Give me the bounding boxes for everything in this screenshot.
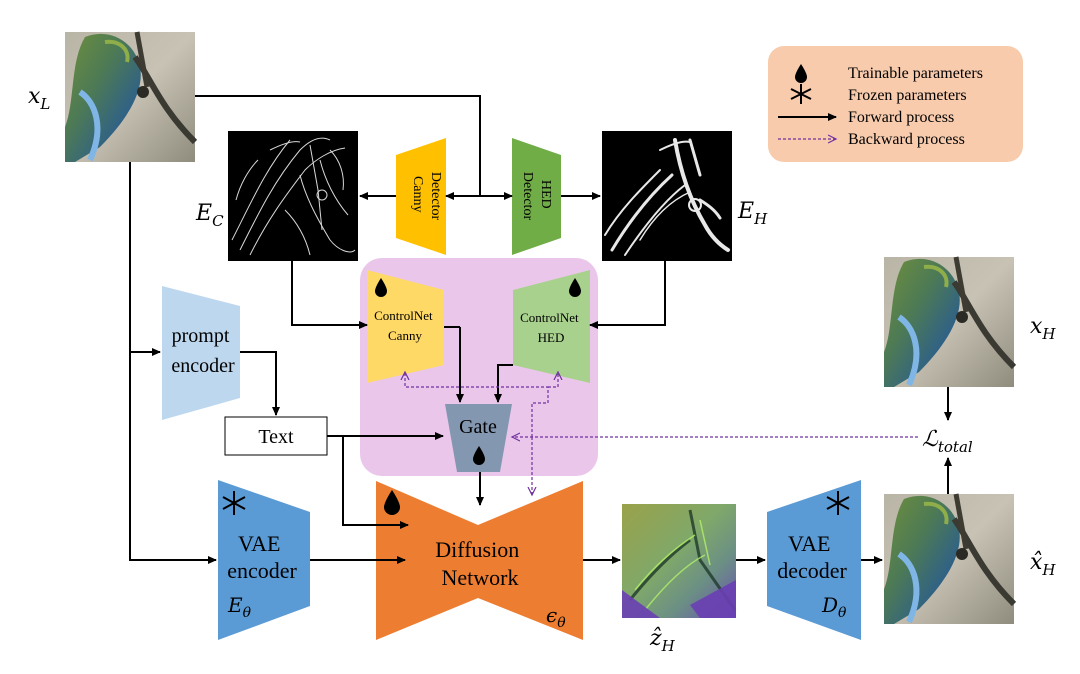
output-image-xhat-h (884, 494, 1014, 624)
controlnet-hed: ControlNet HED (513, 270, 590, 383)
svg-text:Eθ: Eθ (227, 593, 252, 621)
input-image-xl (65, 32, 195, 162)
ground-truth-image-xh (884, 257, 1014, 387)
trainable-icon (569, 278, 581, 297)
label-e-h: EH (737, 199, 768, 228)
frozen-icon (826, 491, 850, 515)
controlnet-canny: ControlNet Canny (367, 270, 444, 383)
trainable-icon (473, 446, 485, 465)
diffusion-network: Diffusion Network ϵθ (376, 481, 583, 640)
label-x-l: xL (28, 84, 50, 113)
latent-image-zhat-h (622, 504, 737, 618)
label-x-h: xH (1030, 314, 1056, 343)
svg-text:prompt encoder: prompt encoder (171, 325, 235, 377)
svg-text:HED Detector: HED Detector (520, 172, 553, 221)
gate: Gate (445, 404, 512, 472)
frozen-icon (222, 491, 246, 515)
trainable-icon (375, 278, 387, 297)
svg-text:ControlNet Canny: ControlNet Canny (374, 308, 436, 343)
svg-text:Text: Text (258, 426, 294, 448)
canny-detector: Canny Detector (396, 138, 446, 255)
svg-text:Canny Detector: Canny Detector (410, 172, 443, 221)
text-box: Text (224, 416, 328, 456)
hed-detector: HED Detector (512, 138, 561, 255)
frozen-icon (790, 84, 812, 104)
forward-arrows (129, 95, 952, 564)
svg-text:ϵθ: ϵθ (546, 603, 566, 631)
vae-encoder: VAE encoder Eθ (218, 480, 310, 640)
hed-edge-map (602, 131, 732, 261)
svg-text:Gate: Gate (459, 416, 497, 438)
prompt-encoder: prompt encoder (162, 286, 240, 420)
legend-trainable-label: Trainable parameters (848, 65, 983, 82)
label-l-total: ℒtotal (922, 427, 973, 456)
label-zhat-h: ẑH (649, 626, 676, 655)
trainable-icon (795, 64, 807, 83)
svg-text:Dθ: Dθ (821, 593, 847, 621)
legend-forward-label: Forward process (848, 109, 954, 126)
svg-text:Diffusion Network: Diffusion Network (435, 537, 524, 590)
legend-frozen-label: Frozen parameters (848, 87, 967, 104)
label-xhat-h: x̂H (1030, 550, 1056, 579)
legend-backward-label: Backward process (848, 131, 965, 148)
vae-decoder: VAE decoder Dθ (767, 480, 861, 640)
canny-edge-map (228, 131, 358, 261)
svg-text:VAE decoder: VAE decoder (777, 531, 847, 583)
label-e-c: EC (195, 201, 224, 230)
svg-text:VAE encoder: VAE encoder (227, 531, 297, 583)
legend-background (768, 46, 1023, 162)
trainable-icon (384, 490, 400, 515)
svg-text:ControlNet HED: ControlNet HED (520, 310, 582, 345)
backward-arrows (405, 372, 918, 495)
legend: Trainable parameters Frozen parameters F… (768, 46, 1023, 162)
